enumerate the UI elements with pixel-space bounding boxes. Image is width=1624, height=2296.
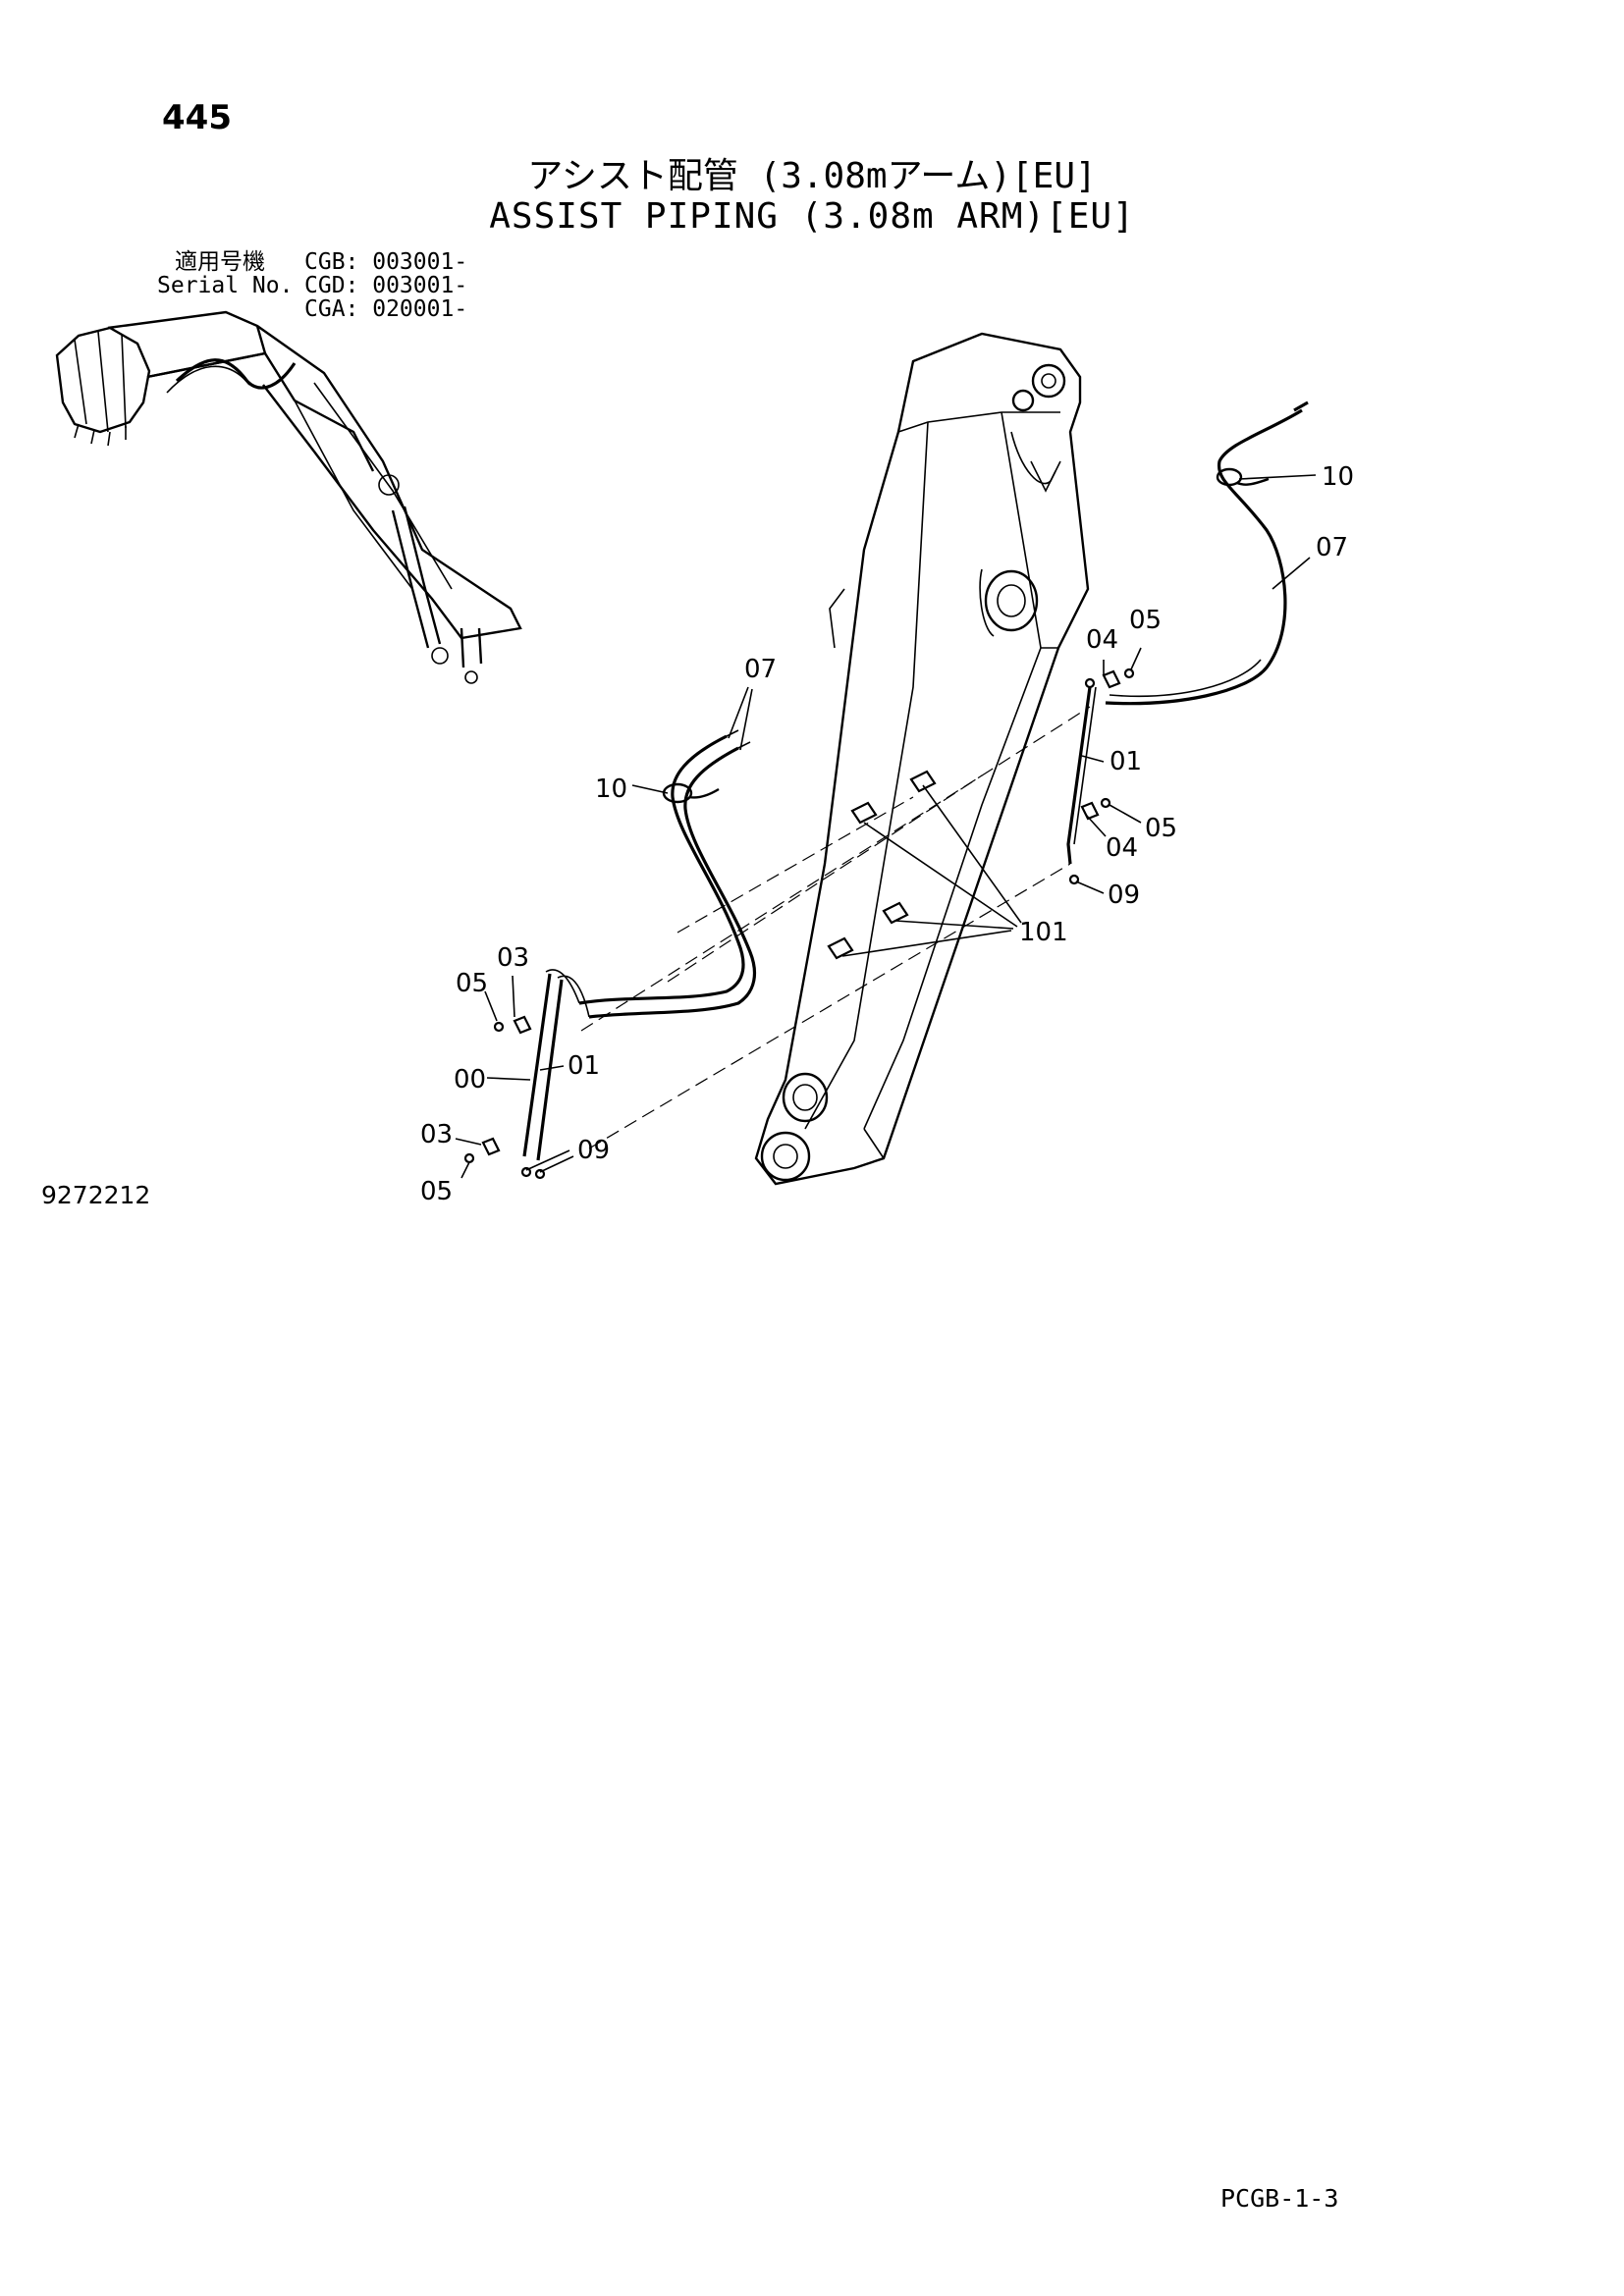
serial-code-cgd: CGD: 003001- — [304, 273, 468, 298]
callout-left-fittings: 09 — [577, 1136, 610, 1165]
title-english: ASSIST PIPING (3.08m ARM)[EU] — [489, 196, 1135, 237]
arm-body — [754, 332, 1090, 1186]
callout-right-upper-clamp: 04 — [1086, 625, 1118, 655]
bracket-parts — [827, 770, 937, 960]
left-pipe-assembly — [463, 969, 590, 1180]
serial-code-cga: CGA: 020001- — [304, 296, 468, 322]
callout-left-hoses: 07 — [744, 655, 777, 684]
assembly-lines — [580, 706, 1091, 1149]
callout-left-pipe: 01 — [568, 1051, 600, 1081]
left-hose-assembly — [578, 729, 757, 1019]
callout-right-lower-clamp: 04 — [1106, 833, 1138, 863]
callout-left-upper-clamp: 03 — [497, 943, 529, 973]
callout-right-hose-clamp: 10 — [1322, 462, 1354, 492]
callout-right-hose: 07 — [1316, 533, 1348, 562]
callout-right-upper-bolt: 05 — [1129, 606, 1162, 635]
page-number: 445 — [162, 98, 232, 137]
right-hose-assembly — [1105, 400, 1309, 706]
callout-left-upper-bolt: 05 — [456, 969, 488, 998]
callout-right-fitting: 09 — [1108, 881, 1140, 910]
serial-code-cgb: CGB: 003001- — [304, 249, 468, 275]
callout-left-lower-clamp: 03 — [420, 1120, 453, 1149]
figure-number: 9272212 — [41, 1181, 151, 1209]
leader-lines — [455, 474, 1317, 1179]
excavator-thumbnail — [55, 310, 522, 684]
serial-label-english: Serial No. — [157, 273, 294, 298]
callout-labels: 10 07 04 05 01 05 04 09 07 10 101 03 05 … — [420, 462, 1354, 1206]
callout-brackets: 101 — [1019, 918, 1068, 947]
title-japanese: アシスト配管 (3.08mアーム)[EU] — [527, 156, 1097, 196]
page-code: PCGB-1-3 — [1220, 2184, 1339, 2213]
callout-right-pipe: 01 — [1110, 747, 1142, 776]
callout-left-lower-bolt: 05 — [420, 1177, 453, 1206]
right-pipe-assembly — [1066, 667, 1135, 885]
callout-left-hose-clamp: 10 — [595, 774, 627, 804]
serial-label-japanese: 適用号機 — [175, 249, 265, 275]
callout-right-lower-bolt: 05 — [1145, 814, 1177, 843]
callout-left-pipe-assembly: 00 — [454, 1065, 486, 1095]
